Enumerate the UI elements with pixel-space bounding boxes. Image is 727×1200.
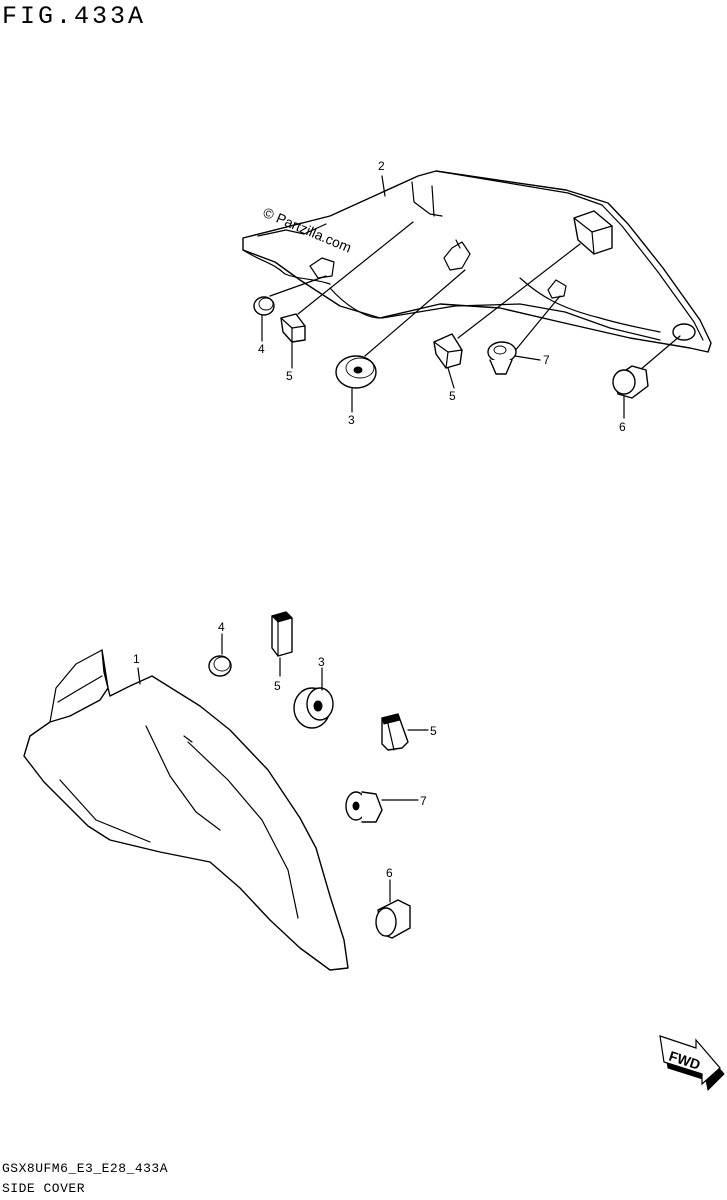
part-6-cylinder-upper[interactable] [612, 365, 649, 399]
part-5-pad-upper-right[interactable] [433, 333, 463, 369]
callout-6-lower: 6 [386, 866, 393, 880]
callout-6-upper: 6 [619, 420, 626, 434]
part-5-pad-lower-right[interactable] [381, 713, 409, 751]
part-5-pad-lower-top[interactable] [271, 611, 293, 657]
side-cover-part-1[interactable] [23, 649, 349, 971]
callout-1: 1 [133, 652, 140, 666]
callout-5-upper-right: 5 [449, 389, 456, 403]
part-6-cylinder-lower[interactable] [375, 899, 411, 939]
part-4-cap-lower[interactable] [208, 655, 232, 677]
callout-4-upper: 4 [258, 342, 265, 356]
part-5-pad-upper-left[interactable] [280, 313, 306, 343]
callout-4-lower: 4 [218, 620, 225, 634]
installed-pad [573, 210, 613, 255]
figure-code: GSX8UFM6_E3_E28_433A [2, 1161, 169, 1176]
callout-5-upper-left: 5 [286, 369, 293, 383]
side-cover-part-2[interactable] [242, 170, 712, 353]
part-7-clip-upper[interactable] [487, 341, 541, 375]
part-3-grommet-upper[interactable] [335, 355, 377, 389]
callout-7-lower: 7 [420, 794, 427, 808]
figure-title: FIG.433A [2, 2, 147, 31]
upper-assembly [242, 170, 712, 399]
part-7-clip-lower[interactable] [345, 791, 419, 823]
callout-7-upper: 7 [543, 353, 550, 367]
callout-2: 2 [378, 159, 385, 173]
callout-5-lower-right: 5 [430, 724, 437, 738]
fwd-arrow: FWD [659, 1035, 725, 1092]
part-4-cap-upper[interactable] [253, 296, 275, 316]
callout-5-lower-top: 5 [274, 679, 281, 693]
callout-3-lower: 3 [318, 655, 325, 669]
figure-name: SIDE COVER [2, 1181, 86, 1196]
part-3-grommet-lower[interactable] [293, 687, 334, 729]
lower-exploded-view [23, 611, 429, 971]
installed-grommet [672, 323, 696, 341]
callout-3-upper: 3 [348, 413, 355, 427]
